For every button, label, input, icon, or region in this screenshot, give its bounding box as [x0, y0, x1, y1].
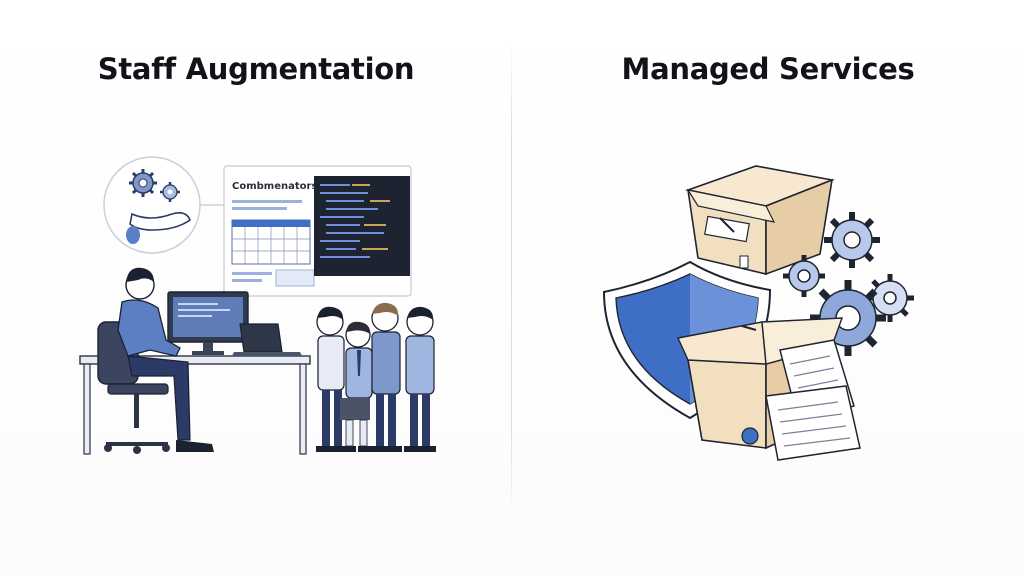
monitor-icon	[167, 291, 249, 355]
gear-cluster	[783, 212, 914, 356]
staff-augmentation-title: Staff Augmentation	[97, 52, 415, 86]
team-member	[340, 321, 373, 452]
gear-icon	[129, 169, 157, 197]
staff-augmentation-panel: Staff Augmentation	[79, 52, 436, 455]
managed-services-title: Managed Services	[621, 52, 915, 86]
gear-icon	[160, 182, 180, 202]
team-member	[370, 302, 402, 452]
collaboration-bubble	[103, 156, 224, 254]
code-editor	[314, 176, 410, 276]
document-icon	[765, 385, 861, 461]
panel-divider	[511, 40, 512, 520]
laptop-icon	[232, 323, 302, 356]
team-member	[404, 306, 436, 452]
staff-augmentation-illustration: Combmenators	[79, 156, 436, 455]
box-icon	[685, 165, 835, 276]
managed-services-illustration	[602, 165, 914, 461]
office-desk	[79, 355, 311, 455]
developer-figure	[117, 267, 214, 452]
window-heading: Combmenators	[232, 181, 317, 192]
team-group	[316, 302, 436, 452]
calendar-widget	[231, 219, 311, 265]
team-member	[316, 306, 348, 452]
gear-icon	[824, 212, 880, 268]
gear-icon	[783, 255, 825, 297]
software-window: Combmenators	[223, 165, 412, 297]
gear-icon	[866, 274, 914, 322]
hand-icon	[129, 212, 191, 231]
managed-services-panel: Managed Services	[512, 0, 1024, 576]
